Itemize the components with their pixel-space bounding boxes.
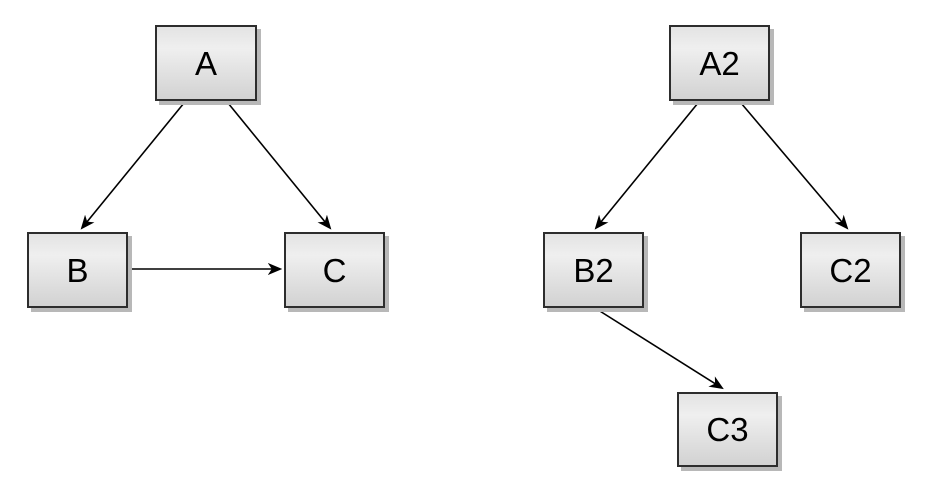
edge-a2-to-b2-arrow [594, 102, 699, 230]
node-b-label: B [66, 251, 89, 289]
node-c2-label: C2 [829, 251, 872, 289]
node-b2[interactable]: B2 [543, 232, 644, 308]
node-b[interactable]: B [27, 232, 128, 308]
node-c[interactable]: C [284, 232, 385, 308]
edge-a-to-b-arrow [80, 102, 185, 230]
edge-b2-to-c3-arrow [594, 307, 724, 390]
node-a-label: A [194, 44, 217, 82]
node-b2-label: B2 [573, 251, 614, 289]
node-a2[interactable]: A2 [669, 25, 770, 101]
node-a[interactable]: A [155, 25, 257, 101]
node-c-label: C [322, 251, 347, 289]
node-c3[interactable]: C3 [677, 392, 778, 467]
node-c3-label: C3 [706, 411, 749, 448]
edge-a-to-c-arrow [227, 102, 332, 230]
node-c2[interactable]: C2 [800, 232, 901, 308]
edge-a2-to-c2-arrow [740, 102, 849, 230]
node-a2-label: A2 [699, 44, 740, 82]
